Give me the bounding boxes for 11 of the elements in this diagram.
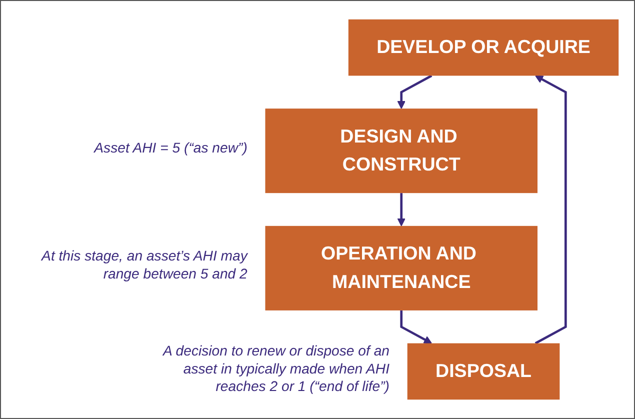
node-box: DESIGN AND CONSTRUCT bbox=[264, 108, 537, 194]
arrow bbox=[396, 74, 432, 109]
node-box: DEVELOP OR ACQUIRE bbox=[348, 19, 618, 76]
node-caption: At this stage, an asset’s AHI may range between 5 and 2 bbox=[40, 248, 249, 284]
arrow bbox=[396, 193, 405, 226]
arrow bbox=[400, 310, 432, 344]
arrow bbox=[534, 75, 566, 344]
node-caption: Asset AHI = 5 (“as new”) bbox=[92, 140, 248, 158]
node-box: DISPOSAL bbox=[406, 343, 560, 400]
node-box: OPERATION AND MAINTENANCE bbox=[264, 226, 537, 310]
node-caption: A decision to renew or dispose of an asset in typically made when AHI reaches 2 or 1 (“end of life”) bbox=[162, 343, 390, 396]
